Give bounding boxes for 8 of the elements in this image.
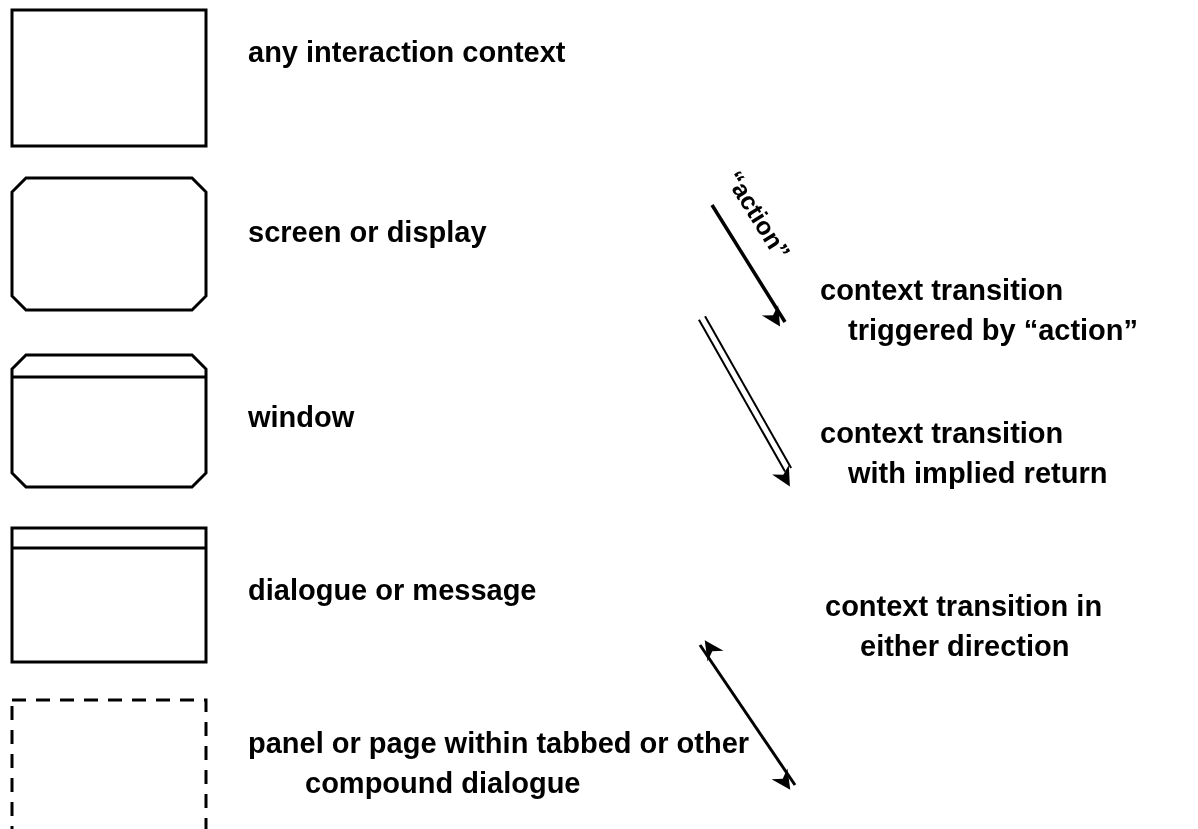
- legend-text: screen or display: [248, 215, 488, 250]
- legend-text: panel or page within tabbed or other compound dialogue: [248, 726, 751, 801]
- legend-text: any interaction context: [248, 35, 567, 70]
- legend-text: context transition triggered by “action”: [820, 273, 1140, 348]
- legend-text: dialogue or message: [248, 573, 538, 608]
- legend-text: context transition in either direction: [825, 589, 1104, 664]
- legend-text: context transition with implied return: [820, 416, 1109, 491]
- legend-text: window: [248, 400, 356, 435]
